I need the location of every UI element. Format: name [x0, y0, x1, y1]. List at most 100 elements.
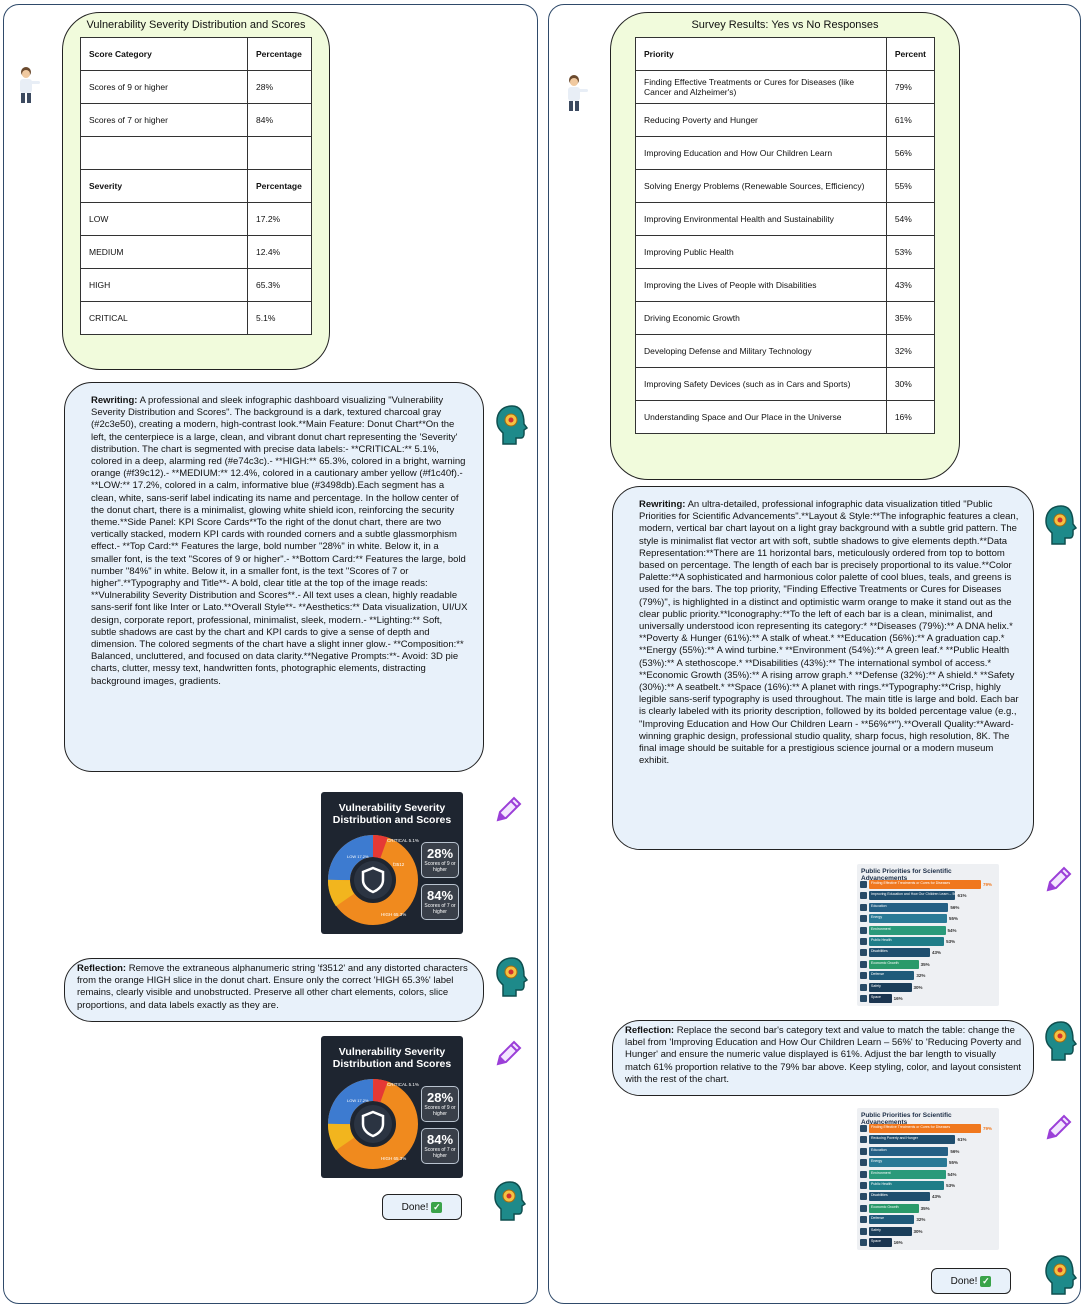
category-icon: [860, 1193, 867, 1201]
bar: [869, 948, 930, 958]
image-title-line1: Vulnerability Severity: [338, 1046, 446, 1058]
kpi-top-label: Scores of 9 or higher: [424, 1105, 456, 1117]
category-icon: [860, 938, 867, 945]
bar-label: Defense: [871, 1216, 885, 1221]
robot-head-icon: [1045, 1021, 1078, 1061]
bar-label: Environment: [871, 926, 891, 931]
bar-value: 30%: [913, 984, 923, 990]
bar: [869, 971, 915, 981]
bar-value: 55%: [948, 1160, 958, 1166]
bar-label: Improving Education and How Our Children…: [871, 892, 960, 897]
done-bubble: Done!✓: [382, 1194, 462, 1220]
category-icon: [860, 926, 867, 934]
reflection-label: Reflection:: [625, 1025, 675, 1036]
table-row: Developing Defense and Military Technolo…: [635, 334, 936, 368]
donut-slice-critical: [372, 835, 388, 859]
bar-value: 56%: [950, 1148, 960, 1154]
user-avatar-icon: [20, 67, 40, 103]
image-title: Public Priorities for Scientific Advance…: [861, 1112, 952, 1126]
bar-value: 43%: [931, 950, 941, 956]
bar-value: 53%: [946, 1183, 956, 1188]
kpi-card-top: 28% Scores of 9 or higher: [421, 1086, 459, 1122]
category-icon: [860, 1204, 867, 1212]
label-critical: CRITICAL 5.1%: [387, 838, 419, 843]
generated-image-barchart-v1: Public Priorities for Scientific Advance…: [857, 864, 999, 1006]
reflection-bubble: Reflection: Remove the extraneous alphan…: [64, 958, 484, 1022]
kpi-top-label: Scores of 9 or higher: [424, 861, 456, 873]
category-icon: [860, 903, 867, 911]
category-icon: [860, 892, 867, 900]
bar-value: 16%: [893, 1240, 903, 1245]
table-cell: Priority: [635, 37, 887, 71]
reflection-label: Reflection:: [77, 963, 127, 974]
bar-label: Disabilities: [871, 949, 888, 954]
table-cell: 79%: [885, 70, 936, 104]
reflection-text: Remove the extraneous alphanumeric strin…: [77, 963, 468, 1011]
bar: [869, 1181, 945, 1190]
bar-label: Finding Effective Treatments or Cures fo…: [871, 1125, 951, 1129]
category-icon: [860, 1136, 867, 1144]
image-title: Public Priorities for Scientific Advance…: [861, 868, 952, 882]
table-cell: CRITICAL: [80, 301, 248, 335]
kpi-card-top: 28% Scores of 9 or higher: [421, 842, 459, 878]
done-text: Done!: [401, 1201, 429, 1213]
rewriting-text: A professional and sleek infographic das…: [91, 395, 468, 687]
label-high: HIGH 65.3%: [381, 912, 406, 917]
checkmark-icon: ✓: [980, 1275, 992, 1287]
pen-tool-icon: [1046, 1114, 1072, 1140]
donut-slice-low: [328, 1079, 374, 1125]
robot-head-icon: [1045, 505, 1078, 545]
table-cell: 12.4%: [247, 235, 312, 269]
reflection-bubble: Reflection: Replace the second bar's cat…: [612, 1020, 1034, 1096]
bar-value: 30%: [913, 1228, 923, 1234]
bar-value: 54%: [947, 927, 957, 933]
robot-head-icon: [1045, 1255, 1078, 1295]
kpi-bottom-label: Scores of 7 or higher: [424, 1147, 456, 1159]
table-cell: Severity: [80, 169, 248, 203]
kpi-card-bottom: 84% Scores of 7 or higher: [421, 1128, 459, 1164]
shield-icon: [361, 1110, 385, 1138]
donut-slice-low: [328, 835, 374, 881]
label-stray-text: f3512: [393, 862, 405, 867]
bar-label: Public Health: [871, 938, 892, 942]
table-cell: 32%: [885, 334, 936, 368]
table-cell: Scores of 9 or higher: [80, 70, 248, 104]
table-row: Finding Effective Treatments or Cures fo…: [635, 70, 936, 104]
shield-icon: [361, 866, 385, 894]
generated-image-donut-v2: Vulnerability Severity Distribution and …: [321, 1036, 463, 1178]
table-row: Improving Education and How Our Children…: [635, 136, 936, 170]
bar-label: Energy: [871, 1159, 883, 1164]
table-cell: Improving the Lives of People with Disab…: [635, 268, 887, 302]
table-cell: 53%: [885, 235, 936, 269]
table-cell: Scores of 7 or higher: [80, 103, 248, 137]
table-title: Vulnerability Severity Distribution and …: [86, 19, 306, 31]
table-cell: Improving Public Health: [635, 235, 887, 269]
bar: [869, 1215, 915, 1225]
table-cell: Percentage: [247, 169, 312, 203]
bar-value: 32%: [916, 973, 926, 979]
label-low: LOW 17.2%: [347, 854, 369, 859]
category-icon: [860, 1147, 867, 1155]
robot-head-icon: [496, 405, 529, 445]
label-critical: CRITICAL 5.1%: [387, 1082, 419, 1087]
table-title: Survey Results: Yes vs No Responses: [691, 19, 879, 31]
bar-value: 54%: [947, 1171, 957, 1177]
bar-row: Disabilities 43%: [860, 948, 998, 958]
bar-row: Energy 55%: [860, 1158, 998, 1168]
category-icon: [860, 881, 867, 888]
table-cell: Improving Environmental Health and Susta…: [635, 202, 887, 236]
table-row: Improving Safety Devices (such as in Car…: [635, 367, 936, 401]
